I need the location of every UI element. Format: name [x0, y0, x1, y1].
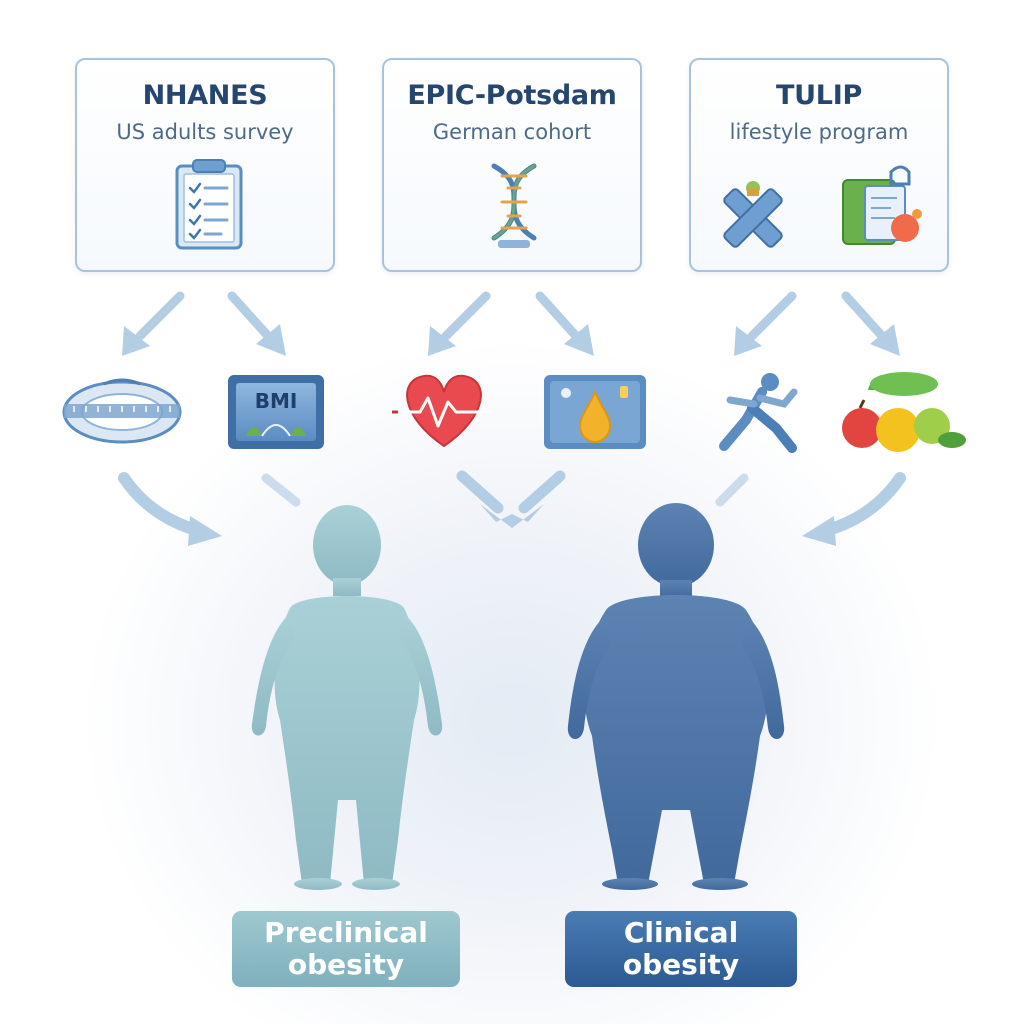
- bmi-scale-icon: BMI: [228, 375, 324, 449]
- oil-drop-icon: [544, 375, 646, 449]
- dna-helix-icon: [384, 158, 640, 266]
- arrow-tulip-to-diet: [841, 291, 900, 356]
- arrow-nhanes-to-bmi: [227, 291, 286, 356]
- arrow-epic-to-heart: [428, 291, 491, 356]
- source-card-epic-potsdam: EPIC-Potsdam German cohort: [382, 58, 642, 272]
- preclinical-obesity-text: Preclinical obesity: [264, 916, 428, 981]
- fruits-vegetables-icon: [842, 372, 966, 452]
- arrow-heart-lipids-merge: [456, 470, 566, 528]
- clinical-body-figure: [567, 503, 785, 890]
- card-subtitle: US adults survey: [116, 120, 294, 144]
- source-card-nhanes: NHANES US adults survey: [75, 58, 335, 272]
- card-subtitle: lifestyle program: [729, 120, 909, 144]
- arrow-activity-to-clinical: [715, 473, 749, 507]
- cross-mark-icon: [723, 181, 783, 248]
- arrow-nhanes-to-waist: [122, 291, 185, 356]
- arrow-epic-to-lipids: [535, 291, 594, 356]
- clinical-obesity-label: Clinical obesity: [565, 911, 797, 987]
- card-subtitle: German cohort: [432, 120, 592, 144]
- running-figure-icon: [719, 373, 798, 453]
- card-title: TULIP: [776, 80, 862, 111]
- upper-arrows: [122, 291, 900, 356]
- arrow-bmi-to-preclinical: [261, 473, 301, 507]
- bmi-label: BMI: [255, 389, 298, 413]
- source-card-tulip: TULIP lifestyle program: [689, 58, 949, 272]
- heart-pulse-icon: [392, 374, 492, 448]
- arrow-diet-to-clinical: [802, 472, 906, 546]
- clinical-obesity-text: Clinical obesity: [622, 916, 740, 981]
- lower-arrows: [118, 470, 906, 546]
- preclinical-obesity-label: Preclinical obesity: [232, 911, 460, 987]
- tablet-food-icon: [842, 165, 922, 245]
- card-title: NHANES: [142, 80, 268, 111]
- clipboard-checklist-icon: [77, 158, 333, 266]
- arrow-tulip-to-activity: [734, 291, 797, 356]
- arrow-waist-to-preclinical: [118, 472, 222, 546]
- cross-and-food-tablet-icon: [691, 158, 947, 266]
- waist-measuring-tape-icon: [62, 378, 182, 444]
- card-title: EPIC-Potsdam: [407, 80, 617, 111]
- preclinical-body-figure: [251, 505, 443, 890]
